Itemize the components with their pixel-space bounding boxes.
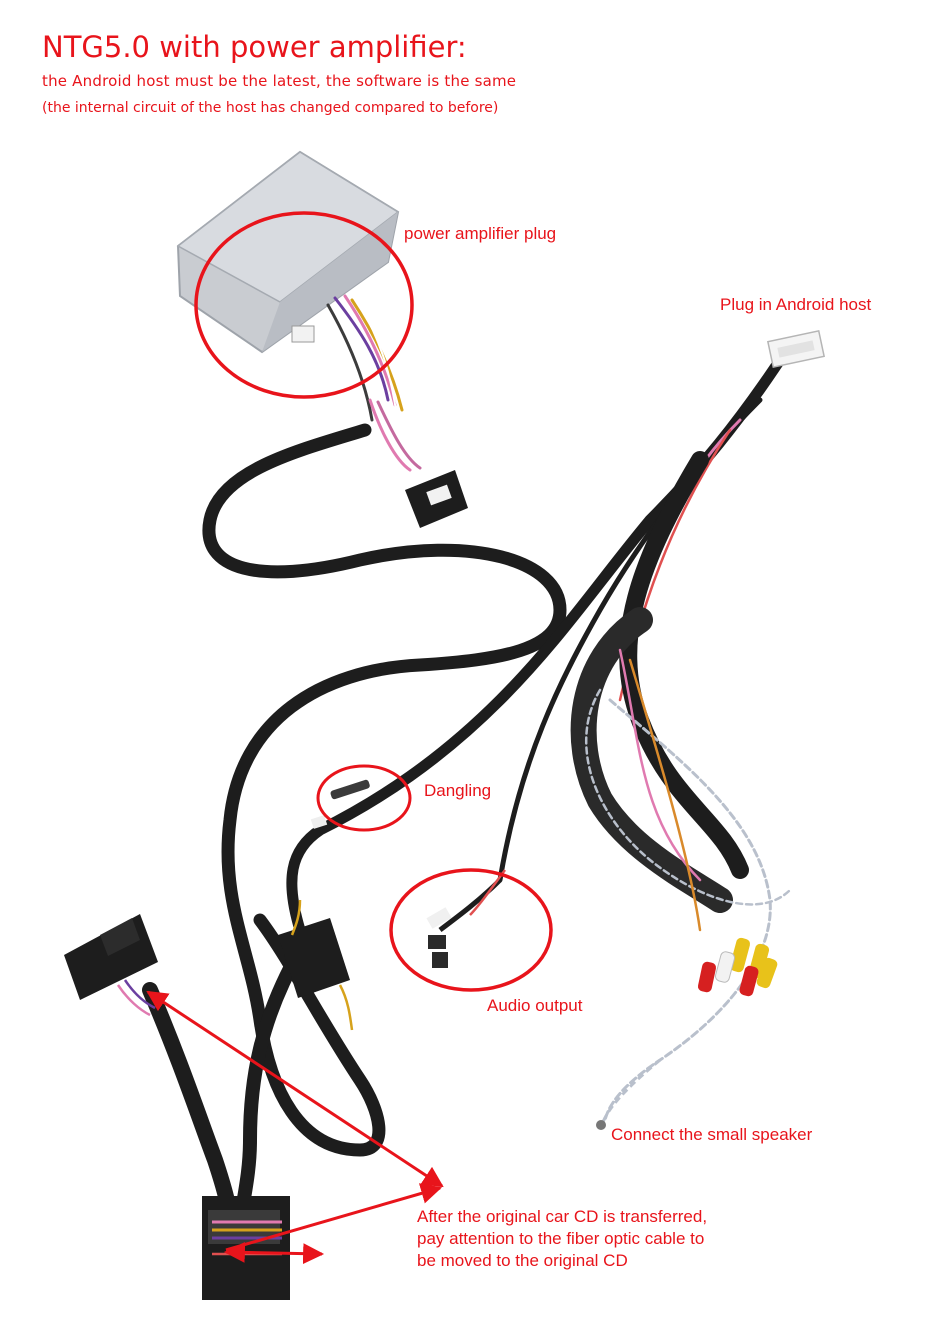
power-amplifier-module [176,150,400,354]
car-connector-bottom [202,1196,290,1300]
fiber-arrow-bottom [223,1241,325,1265]
audio-output-label: Audio output [487,996,583,1015]
original-cd-note-label: After the original car CD is transferred… [417,1207,708,1270]
dangling-label: Dangling [424,781,492,800]
android-host-plug [766,329,826,369]
small-speaker-connector [596,1058,661,1130]
page-subtitle: the Android host must be the latest, the… [42,72,517,90]
small-speaker-label: Connect the small speaker [611,1125,813,1144]
amplifier-side-connector [405,470,468,528]
power-amplifier-plug-circle [194,211,414,399]
android-host-plug-label: Plug in Android host [720,295,872,314]
dangling-jack [310,779,370,829]
power-amplifier-plug-label: power amplifier plug [404,224,557,243]
audio-output-connector [426,869,507,968]
car-connector-top [64,914,158,1017]
braided-loom [570,451,792,1122]
rca-plugs [697,937,778,997]
dangling-circle [316,764,412,832]
page-title: NTG5.0 with power amplifier: [42,30,467,64]
amplifier-wire-bundle [326,294,422,472]
fiber-arrow-middle [225,1183,443,1252]
audio-output-circle [389,868,553,992]
page-note: (the internal circuit of the host has ch… [42,100,499,116]
fiber-arrow-top [146,990,444,1188]
